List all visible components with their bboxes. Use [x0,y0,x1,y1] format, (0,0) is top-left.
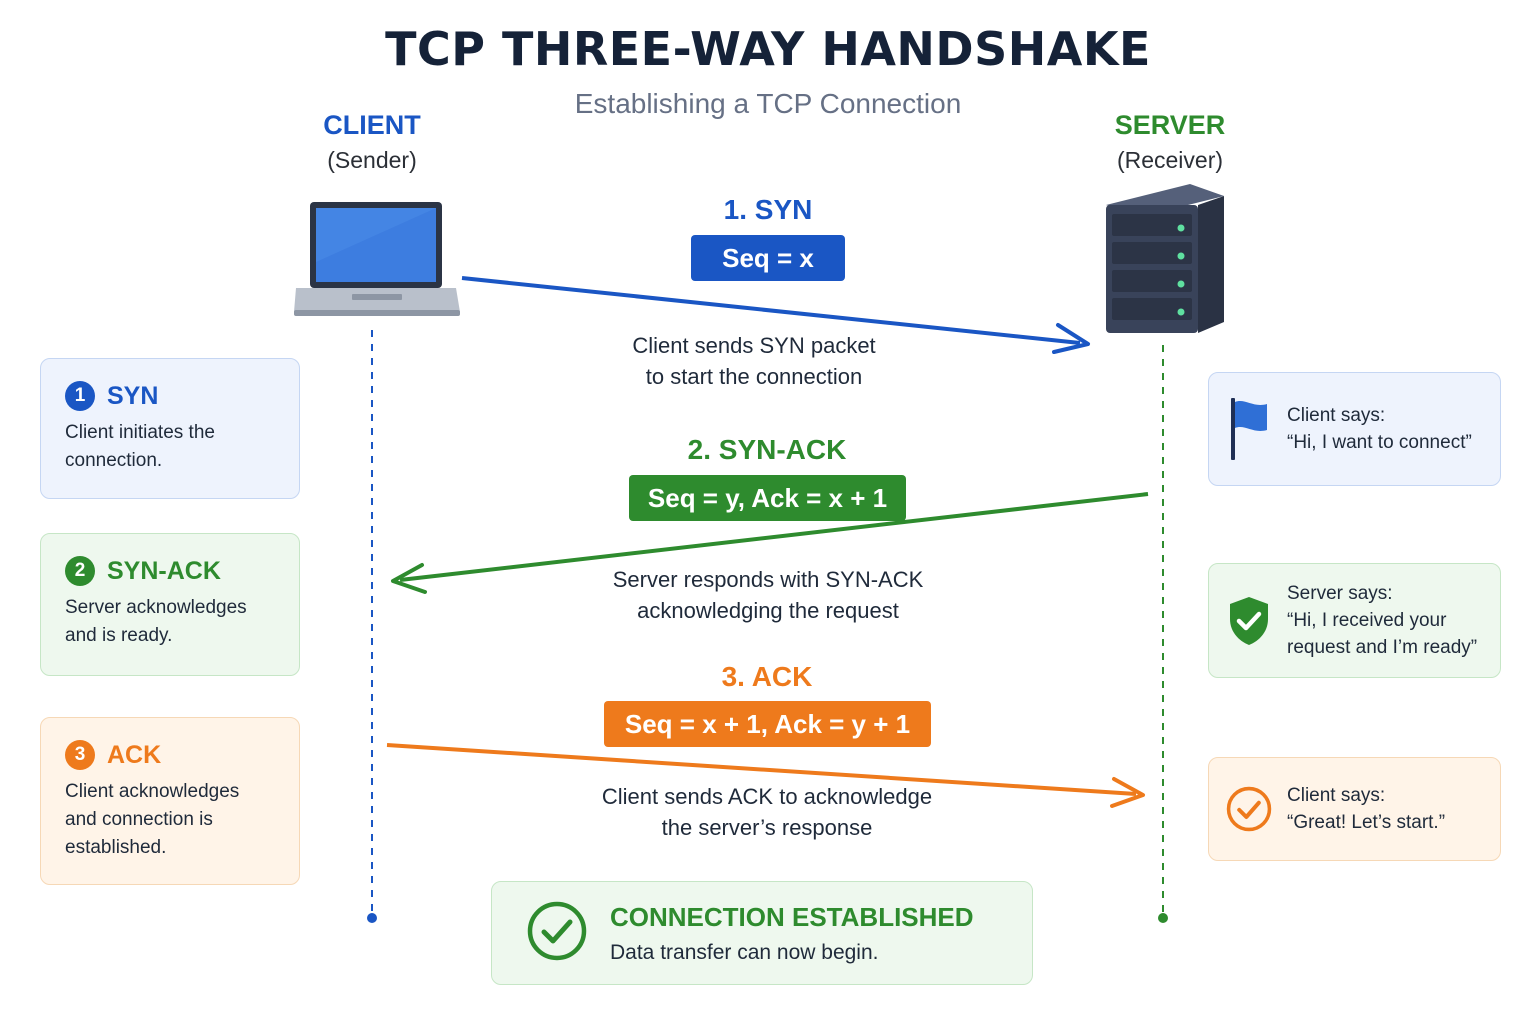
syn-ack-caption-line: acknowledging the request [637,598,899,623]
step-description-line: and connection is [65,809,213,830]
step-card-syn-ack: 2 SYN-ACK Server acknowledges and is rea… [40,533,300,676]
client-says-final-card: Client says: “Great! Let’s start.” [1208,757,1501,861]
flag-icon [1225,396,1273,462]
server-says-card: Server says: “Hi, I received your reques… [1208,563,1501,678]
step-card-syn: 1 SYN Client initiates the connection. [40,358,300,499]
syn-caption-line: Client sends SYN packet [632,333,876,358]
server-label: SERVER (Receiver) [1050,110,1290,174]
say-line: Server says: [1287,583,1393,604]
step-description-line: connection. [65,450,163,471]
syn-arrow [461,276,1090,354]
syn-caption-line: to start the connection [645,364,863,389]
step-description: Client initiates the connection. [65,419,277,475]
syn-ack-caption-line: Server responds with SYN-ACK [612,567,924,592]
connection-established-title: CONNECTION ESTABLISHED [610,901,974,932]
ack-fields: Seq = x + 1, Ack = y + 1 [604,701,931,747]
syn-fields: Seq = x [691,235,845,281]
ack-arrow [386,743,1145,808]
server-name: SERVER [1114,110,1226,140]
client-says-text: Client says: “Hi, I want to connect” [1287,402,1472,456]
ack-caption-line: Client sends ACK to acknowledge [601,784,933,809]
say-line: “Hi, I received your [1287,610,1447,631]
client-name: CLIENT [323,110,421,140]
step-card-ack: 3 ACK Client acknowledges and connection… [40,717,300,885]
ack-message-title: 3. ACK [721,661,813,692]
step-description-line: Client initiates the [65,422,215,443]
say-line: Client says: [1287,405,1386,426]
server-lifeline-end [1158,913,1168,923]
step-number-badge: 1 [65,381,95,411]
step-description-line: and is ready. [65,625,173,646]
syn-ack-caption: Server responds with SYN-ACK acknowledgi… [538,564,998,626]
syn-message-title: 1. SYN [723,194,813,225]
ack-caption-line: the server’s response [661,815,873,840]
syn-ack-arrow [391,492,1149,594]
server-says-text: Server says: “Hi, I received your reques… [1287,580,1477,661]
client-role: (Sender) [327,147,417,173]
step-title: SYN-ACK [107,556,221,585]
say-line: Client says: [1287,785,1386,806]
step-description: Client acknowledges and connection is es… [65,778,277,862]
shield-check-icon [1225,595,1273,647]
step-title: ACK [107,740,162,769]
say-line: “Great! Let’s start.” [1287,812,1446,833]
check-circle-icon [526,900,588,967]
client-says-card: Client says: “Hi, I want to connect” [1208,372,1501,486]
ack-caption: Client sends ACK to acknowledge the serv… [537,781,997,843]
server-role: (Receiver) [1116,147,1224,173]
step-description-line: Server acknowledges [65,597,247,618]
say-line: request and I’m ready” [1287,637,1478,658]
connection-established-subtitle: Data transfer can now begin. [610,940,879,964]
syn-ack-fields: Seq = y, Ack = x + 1 [629,475,906,521]
diagram-title: TCP THREE-WAY HANDSHAKE [385,22,1151,76]
diagram-subtitle: Establishing a TCP Connection [574,88,962,119]
client-label: CLIENT (Sender) [252,110,492,174]
client-lifeline-end [367,913,377,923]
server-icon [1106,184,1224,333]
say-line: “Hi, I want to connect” [1287,432,1472,453]
step-number-badge: 2 [65,556,95,586]
step-description-line: Client acknowledges [65,781,240,802]
step-description: Server acknowledges and is ready. [65,594,277,650]
syn-caption: Client sends SYN packet to start the con… [524,330,984,392]
check-circle-icon [1225,782,1273,836]
step-number-badge: 3 [65,740,95,770]
syn-ack-message-title: 2. SYN-ACK [687,434,847,465]
laptop-icon [294,202,460,316]
connection-established-banner: CONNECTION ESTABLISHED Data transfer can… [491,881,1033,985]
client-says-final-text: Client says: “Great! Let’s start.” [1287,782,1445,836]
step-description-line: established. [65,837,167,858]
step-title: SYN [107,381,159,410]
